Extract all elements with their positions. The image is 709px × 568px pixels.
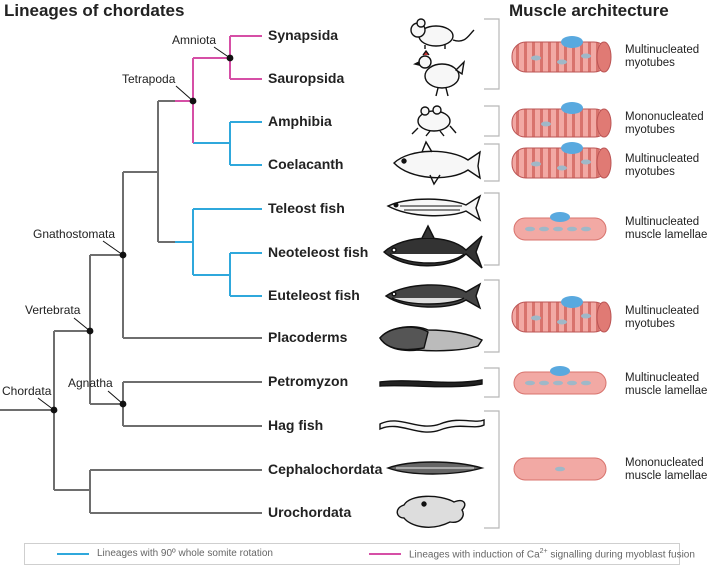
mouse-icon [410, 18, 475, 49]
taxon-hag-fish: Hag fish [268, 417, 324, 433]
right-title: Muscle architecture [509, 1, 669, 20]
taxon-synapsida: Synapsida [268, 27, 339, 43]
satellite-cell-icon [550, 212, 570, 222]
animal-icons [379, 18, 485, 528]
muscle-lamella-3 [513, 457, 607, 481]
legend-swatch-pink [369, 553, 401, 556]
taxon-euteleost-fish: Euteleost fish [268, 287, 360, 303]
placoderm-icon [379, 326, 484, 352]
legend-label-blue: Lineages with 90º whole somite rotation [97, 548, 273, 559]
lamprey-icon [379, 379, 483, 388]
muscle-drawings [511, 36, 612, 481]
sea-squirt-icon [396, 495, 466, 528]
taxon-placoderms: Placoderms [268, 329, 348, 345]
taxon-neoteleost-fish: Neoteleost fish [268, 244, 369, 260]
muscle-lamella-2 [513, 366, 607, 395]
muscle-lamella-1 [513, 212, 607, 241]
node-label-gnathostomata: Gnathostomata [33, 227, 116, 241]
coelacanth-icon [393, 140, 481, 186]
frog-icon [411, 105, 457, 137]
legend: Lineages with 90º whole somite rotation … [24, 543, 695, 565]
taxon-coelacanth: Coelacanth [268, 156, 344, 172]
group-brackets [484, 18, 500, 529]
legend-label-pink: Lineages with induction of Ca2+ signalli… [409, 548, 695, 561]
satellite-cell-icon [550, 366, 570, 376]
tuna-icon [382, 224, 483, 269]
muscle-fiber-3 [511, 142, 612, 179]
zebrafish-icon [386, 194, 482, 222]
node-label-chordata: Chordata [2, 384, 52, 398]
taxon-sauropsida: Sauropsida [268, 70, 345, 86]
legend-item-pink: Lineages with induction of Ca2+ signalli… [369, 548, 695, 560]
taxon-teleost-fish: Teleost fish [268, 200, 345, 216]
muscle-fiber-2 [511, 102, 612, 138]
satellite-cell-icon [561, 36, 583, 48]
muscle-fiber-1 [511, 36, 612, 73]
hagfish-icon [379, 418, 485, 433]
taxon-amphibia: Amphibia [268, 113, 332, 129]
taxon-petromyzon: Petromyzon [268, 373, 349, 389]
node-label-tetrapoda: Tetrapoda [122, 72, 176, 86]
taxon-urochordata: Urochordata [268, 504, 352, 520]
legend-item-blue: Lineages with 90º whole somite rotation [57, 548, 273, 559]
left-title: Lineages of chordates [4, 1, 185, 20]
chicken-icon [412, 49, 466, 97]
taxon-cephalochordata: Cephalochordata [268, 461, 383, 477]
salmon-icon [384, 282, 482, 310]
satellite-cell-icon [561, 296, 583, 308]
node-label-vertebrata: Vertebrata [25, 303, 81, 317]
legend-swatch-blue [57, 552, 89, 555]
tree-blue-branches [175, 121, 262, 297]
muscle-fiber-4 [511, 296, 612, 333]
node-label-agnatha: Agnatha [68, 376, 113, 390]
satellite-cell-icon [561, 102, 583, 114]
tree-pink-branches [175, 35, 262, 143]
amphioxus-icon [385, 461, 485, 475]
node-label-amniota: Amniota [172, 33, 217, 47]
satellite-cell-icon [561, 142, 583, 154]
